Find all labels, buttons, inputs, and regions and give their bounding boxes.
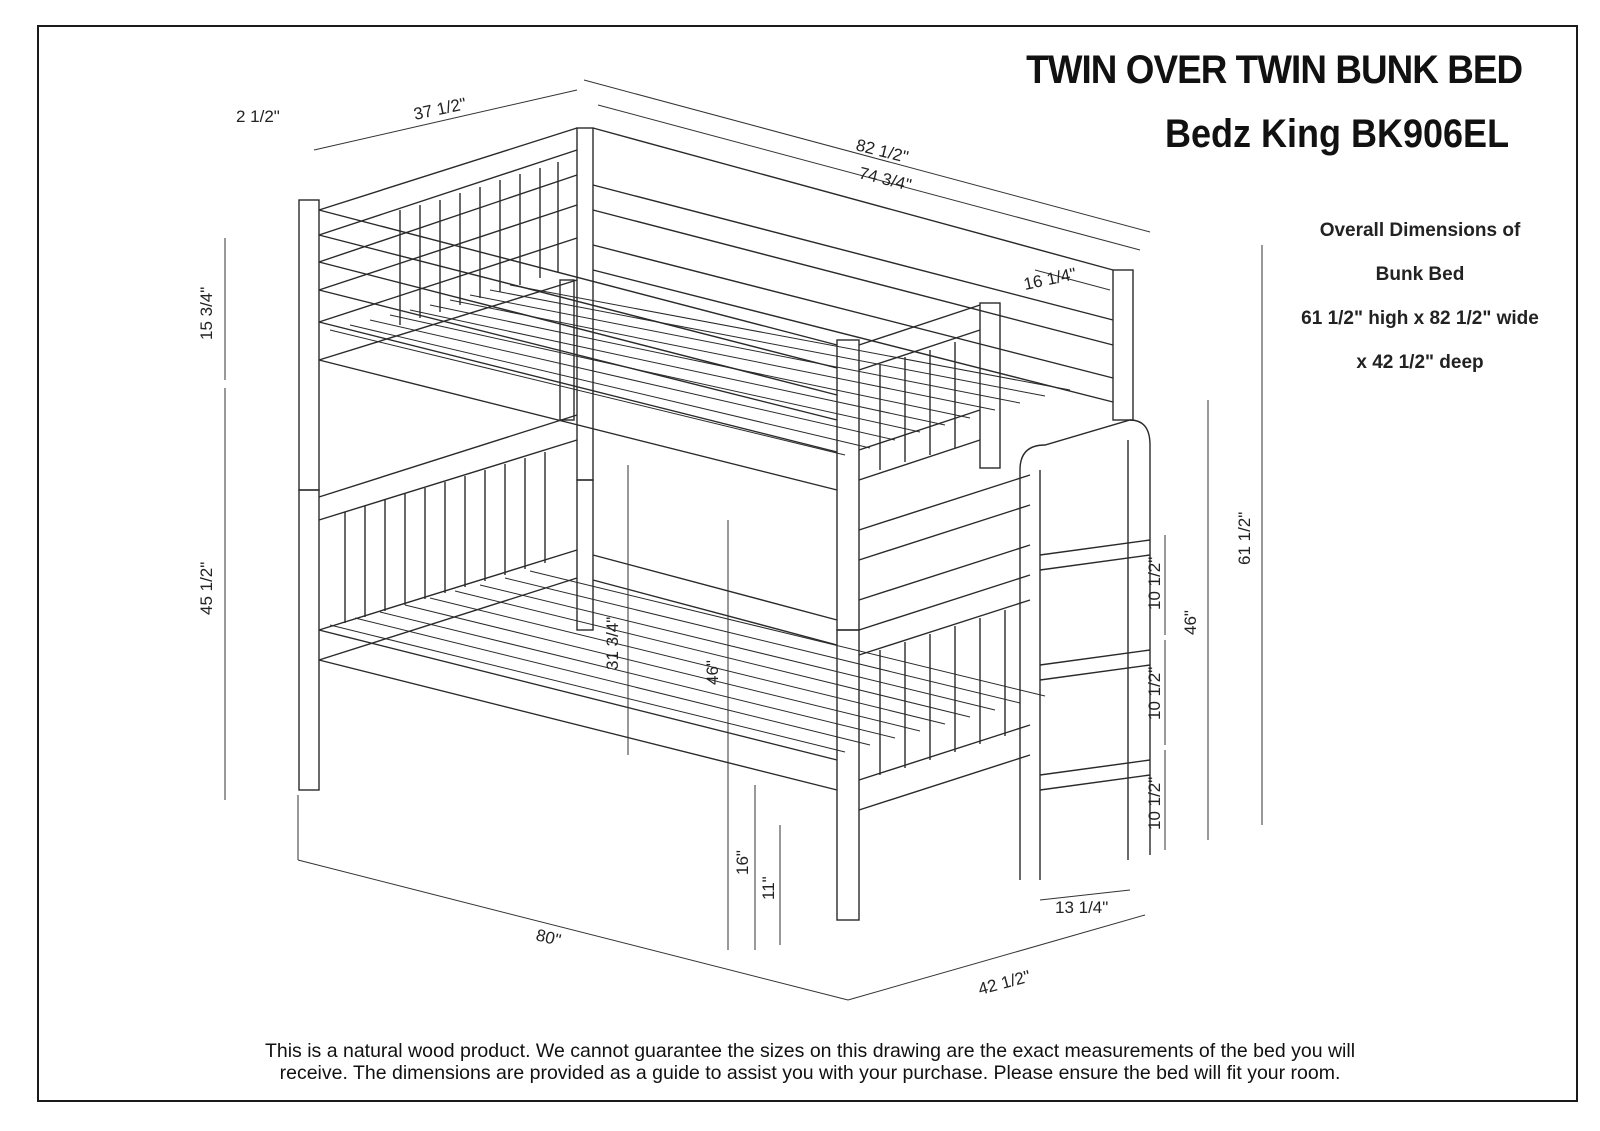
dim-step1: 10 1/2": [1145, 557, 1164, 610]
dim-inner-length: 74 3/4": [857, 163, 913, 194]
overall-line1: 61 1/2" high x 82 1/2" wide: [1301, 308, 1539, 329]
ladder: [1019, 419, 1151, 880]
overall-heading: Overall Dimensions of: [1319, 220, 1521, 241]
top-headboard-slats: [399, 162, 559, 325]
dim-post-width: 2 1/2": [236, 107, 280, 126]
dim-clearance: 31 3/4": [603, 617, 622, 670]
dim-rail-gap: 16 1/4": [1022, 264, 1078, 294]
dimension-labels: 2 1/2" 37 1/2" 82 1/2" 74 3/4" 16 1/4" 1…: [197, 94, 1254, 999]
dimension-lines: [224, 79, 1263, 1001]
back-left-post-lower: [576, 479, 594, 631]
disclaimer-line2: receive. The dimensions are provided as …: [279, 1062, 1341, 1084]
dim-top-rail-height: 15 3/4": [197, 287, 216, 340]
drawing-frame: [37, 25, 1578, 1102]
overall-line2: x 42 1/2" deep: [1356, 352, 1484, 373]
dim-base-length: 80": [534, 925, 563, 949]
dim-total-height: 61 1/2": [1235, 512, 1254, 565]
disclaimer-line1: This is a natural wood product. We canno…: [264, 1040, 1356, 1062]
dim-lower-height: 45 1/2": [197, 562, 216, 615]
dim-overall-length: 82 1/2": [854, 135, 910, 166]
dim-post-height: 46": [703, 660, 722, 685]
dim-top-depth: 37 1/2": [412, 94, 468, 124]
back-right-post: [1112, 269, 1134, 421]
lower-slats: [329, 570, 1046, 753]
top-slats: [329, 284, 1071, 456]
dim-step3: 10 1/2": [1145, 777, 1164, 830]
overall-heading2: Bunk Bed: [1375, 264, 1465, 285]
dim-floor-clearance: 11": [759, 876, 778, 900]
dim-ladder-depth: 13 1/4": [1055, 898, 1108, 917]
model-name: Bedz King BK906EL: [1165, 112, 1510, 156]
front-right-post-upper: [836, 339, 860, 631]
overall-dimensions: Overall Dimensions of Bunk Bed 61 1/2" h…: [1285, 220, 1555, 396]
dim-step2: 10 1/2": [1145, 667, 1164, 720]
dim-ladder-height: 46": [1181, 610, 1200, 635]
front-left-post-upper: [298, 199, 320, 491]
bed-linework: [298, 127, 1151, 921]
front-left-post-lower: [298, 489, 320, 791]
dim-base-depth: 42 1/2": [976, 967, 1032, 999]
dim-floor-to-top: 16": [733, 850, 752, 875]
lower-headboard-slats: [344, 452, 546, 623]
disclaimer: This is a natural wood product. We canno…: [60, 1040, 1560, 1084]
front-right-post-lower: [836, 629, 860, 921]
drawing-title: TWIN OVER TWIN BUNK BED: [1025, 48, 1523, 92]
